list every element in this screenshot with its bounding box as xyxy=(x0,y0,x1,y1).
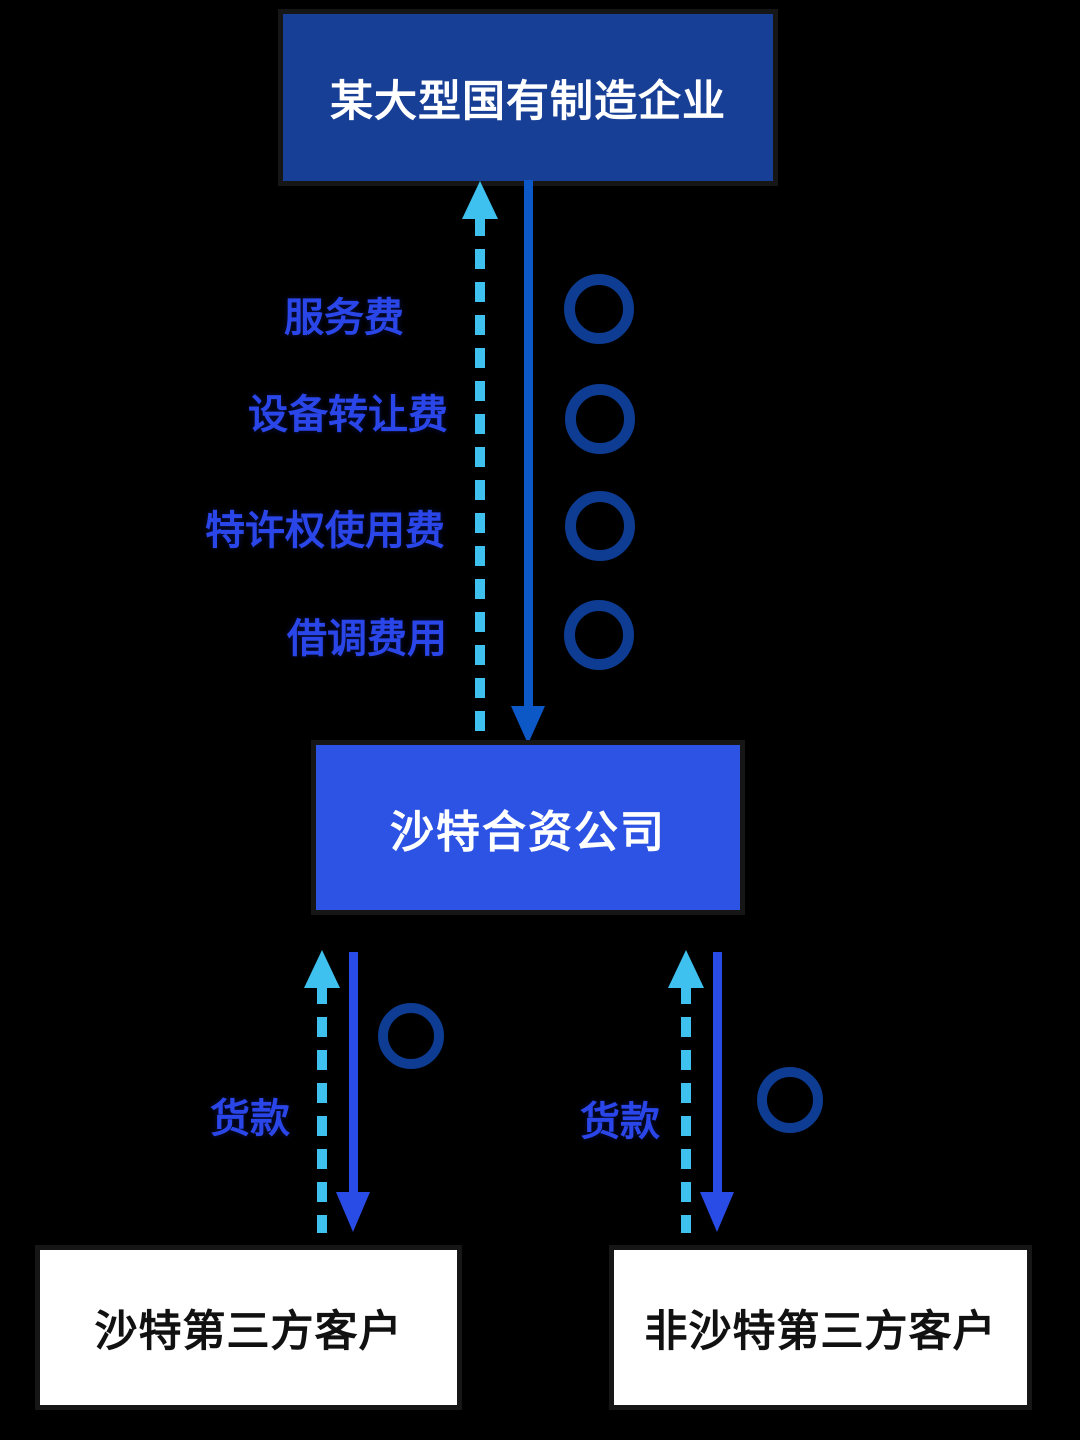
circle-marker-icon xyxy=(565,491,635,561)
fee-label-service: 服务费 xyxy=(284,296,404,340)
circle-marker-icon xyxy=(757,1067,823,1133)
upper-dashed-arrow-line xyxy=(475,216,485,745)
circle-marker-icon xyxy=(378,1003,444,1069)
lower-right-dashed-arrowhead-up-icon xyxy=(668,950,704,988)
circle-marker-icon xyxy=(565,384,635,454)
node-joint-venture: 沙特合资公司 xyxy=(316,745,740,910)
circle-marker-icon xyxy=(564,600,634,670)
lower-right-solid-arrowhead-down-icon xyxy=(700,1192,734,1232)
node-non-saudi-customer: 非沙特第三方客户 xyxy=(614,1250,1027,1405)
node-parent-company: 某大型国有制造企业 xyxy=(283,14,773,181)
fee-label-equipment-transfer: 设备转让费 xyxy=(248,393,448,437)
node-parent-company-label: 某大型国有制造企业 xyxy=(330,77,726,126)
fee-label-royalty: 特许权使用费 xyxy=(205,509,445,553)
upper-dashed-arrowhead-up-icon xyxy=(462,181,498,219)
lower-left-solid-arrow-line xyxy=(349,952,358,1194)
circle-marker-icon xyxy=(564,274,634,344)
upper-solid-arrow-line xyxy=(524,180,533,708)
node-joint-venture-label: 沙特合资公司 xyxy=(390,807,666,857)
node-saudi-customer: 沙特第三方客户 xyxy=(40,1250,457,1405)
lower-left-dashed-arrowhead-up-icon xyxy=(304,950,340,988)
lower-right-dashed-arrow-line xyxy=(681,984,691,1233)
node-saudi-customer-label: 沙特第三方客户 xyxy=(94,1307,403,1356)
fee-label-secondment: 借调费用 xyxy=(287,617,447,661)
lower-left-solid-arrowhead-down-icon xyxy=(336,1192,370,1232)
upper-solid-arrowhead-down-icon xyxy=(511,706,545,744)
lower-left-dashed-arrow-line xyxy=(317,984,327,1233)
node-non-saudi-customer-label: 非沙特第三方客户 xyxy=(644,1307,997,1356)
payment-label-left: 货款 xyxy=(210,1097,290,1141)
lower-right-solid-arrow-line xyxy=(713,952,722,1194)
payment-label-right: 货款 xyxy=(580,1100,660,1144)
